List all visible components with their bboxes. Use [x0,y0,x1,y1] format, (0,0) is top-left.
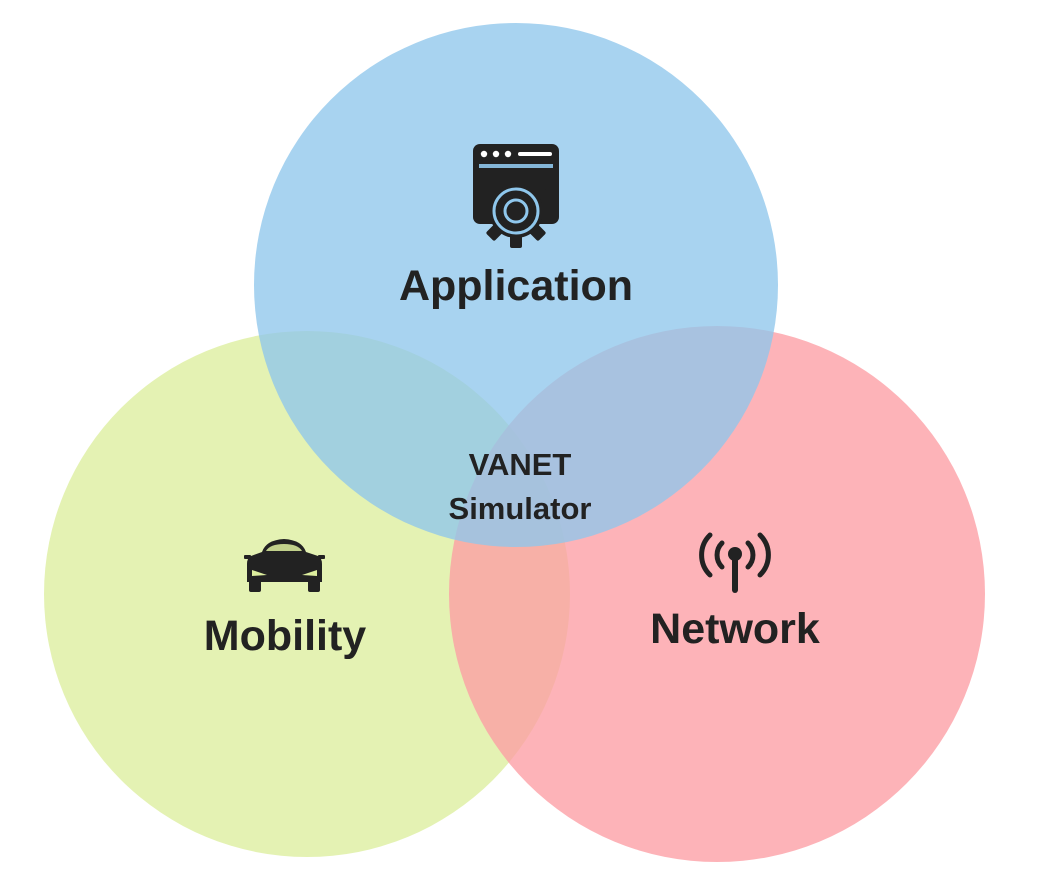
center-label-line2: Simulator [449,491,592,526]
application-circle [254,23,778,547]
antenna-icon [699,532,771,593]
application-label: Application [399,262,633,310]
car-icon [244,539,325,592]
app-settings-icon [473,144,559,248]
mobility-label: Mobility [204,612,367,660]
center-label-line1: VANET [469,447,572,482]
network-label: Network [650,605,820,653]
